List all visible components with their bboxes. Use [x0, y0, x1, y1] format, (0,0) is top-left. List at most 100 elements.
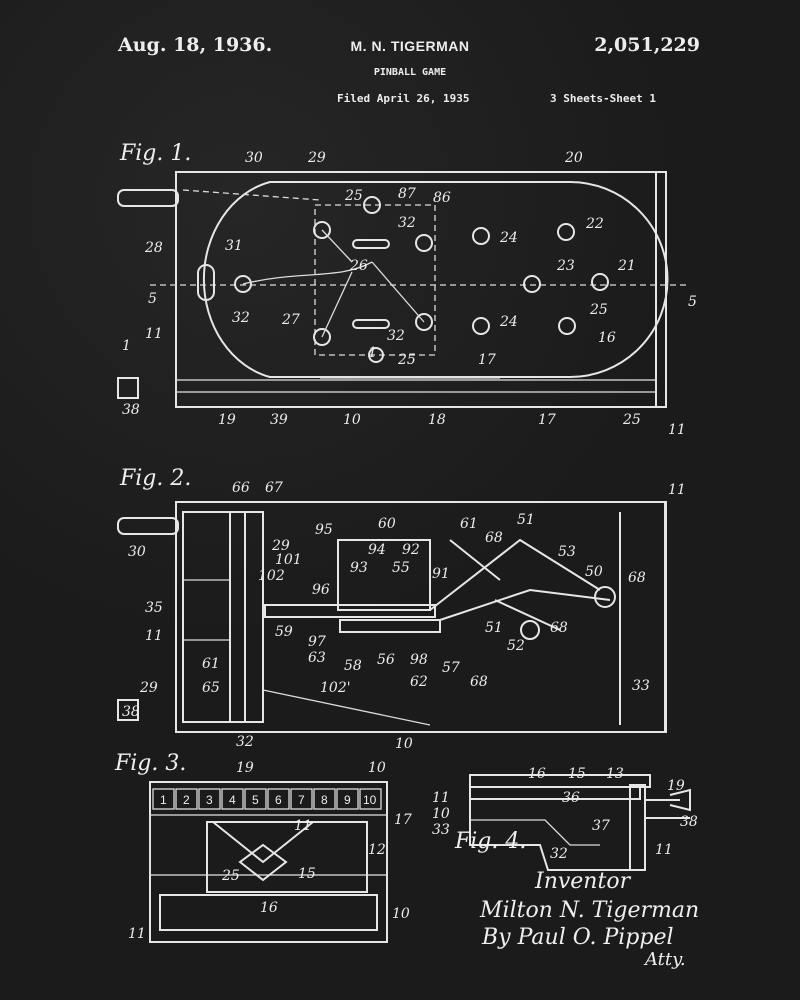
fig4-reference-numeral: 33: [432, 822, 450, 838]
fig2-reference-numeral: 95: [315, 522, 333, 538]
fig4-reference-numeral: 16: [528, 766, 546, 782]
fig1-reference-numeral: 32: [387, 328, 405, 344]
fig2-reference-numeral: 58: [344, 658, 362, 674]
fig1-reference-numeral: 38: [122, 402, 140, 418]
fig1-reference-numeral: 23: [556, 258, 575, 274]
fig4-reference-numeral: 10: [432, 806, 450, 822]
fig4-reference-numeral: 11: [432, 790, 450, 806]
fig1-reference-numeral: 21: [617, 258, 636, 274]
fig2-reference-numeral: 50: [585, 564, 603, 580]
fig2-reference-numeral: 11: [145, 628, 163, 644]
fig1-reference-numeral: 28: [144, 240, 163, 256]
fig2-reference-numeral: 96: [312, 582, 330, 598]
score-box: [244, 788, 267, 810]
score-box: [359, 788, 382, 810]
fig4-reference-numeral: 15: [568, 766, 586, 782]
filed-date: Filed April 26, 1935: [337, 92, 470, 105]
fig1-reference-numeral: 5: [688, 294, 697, 310]
fig1-reference-numeral: 29: [307, 150, 326, 166]
fig1-reference-numeral: 24: [499, 230, 518, 246]
fig2-reference-numeral: 102: [258, 568, 285, 584]
fig2-reference-numeral: 57: [442, 660, 460, 676]
fig1-reference-numeral: 20: [564, 150, 583, 166]
fig2-reference-numeral: 52: [507, 638, 525, 654]
fig1-reference-numeral: 25: [622, 412, 641, 428]
fig4-label: Fig. 4.: [454, 829, 526, 854]
fig2-drawing: [117, 501, 667, 733]
fig2-reference-numeral: 35: [145, 600, 163, 616]
fig2-reference-numeral: 32: [236, 734, 254, 750]
inventor-name: M. N. TIGERMAN: [350, 38, 470, 54]
fig2-reference-numeral: 65: [202, 680, 220, 696]
fig3-reference-numeral: 11: [294, 818, 312, 834]
inventor-signature: Milton N. Tigerman: [479, 898, 699, 923]
fig3-reference-numeral: 17: [394, 812, 412, 828]
score-box: [221, 788, 244, 810]
score-box: [152, 788, 175, 810]
fig1-reference-numeral: 39: [270, 412, 288, 428]
fig4-drawing: [469, 774, 691, 871]
fig1-reference-numeral: 24: [499, 314, 518, 330]
fig2-reference-numeral: 101: [275, 552, 302, 568]
fig4-reference-numeral: 11: [655, 842, 673, 858]
fig3-reference-numeral: 16: [260, 900, 278, 916]
fig2-reference-numeral: 51: [485, 620, 503, 636]
fig1-reference-numeral: 10: [343, 412, 361, 428]
score-box-number: 3: [206, 793, 213, 807]
fig1-reference-numeral: 1: [122, 338, 131, 354]
fig1-reference-numeral: 11: [145, 326, 163, 342]
score-box-number: 10: [363, 793, 377, 807]
fig2-label: Fig. 2.: [119, 466, 191, 491]
fig1-reference-numeral: 86: [433, 190, 451, 206]
fig2-reference-numeral: 51: [517, 512, 535, 528]
fig2-reference-numeral: 102': [320, 680, 351, 696]
fig3-reference-numeral: 19: [236, 760, 254, 776]
fig2-reference-numeral: 68: [628, 570, 646, 586]
score-box-number: 7: [298, 793, 305, 807]
fig1-reference-numeral: 27: [281, 312, 300, 328]
fig2-reference-numeral: 61: [202, 656, 220, 672]
score-box-number: 8: [321, 793, 328, 807]
score-box: [198, 788, 221, 810]
fig3-reference-numeral: 11: [128, 926, 146, 942]
fig2-reference-numeral: 59: [275, 624, 293, 640]
score-box-number: 1: [160, 793, 167, 807]
fig2-reference-numeral: 92: [402, 542, 420, 558]
fig1-reference-numeral: 18: [428, 412, 446, 428]
fig3-reference-numeral: 12: [368, 842, 386, 858]
fig2-reference-numeral: 63: [308, 650, 326, 666]
fig2-reference-numeral: 97: [308, 634, 326, 650]
fig4-reference-numeral: 32: [550, 846, 568, 862]
fig1-reference-numeral: 25: [397, 352, 416, 368]
fig2-reference-numeral: 94: [368, 542, 386, 558]
fig1-drawing: [117, 171, 690, 408]
fig2-reference-numeral: 10: [395, 736, 413, 752]
fig2-reference-numeral: 55: [392, 560, 410, 576]
fig2-reference-numeral: 30: [128, 544, 146, 560]
fig2-reference-numeral: 98: [410, 652, 428, 668]
fig2-reference-numeral: 61: [460, 516, 478, 532]
fig3-reference-numeral: 15: [298, 866, 316, 882]
score-box-number: 4: [229, 793, 236, 807]
score-box-number: 9: [344, 793, 351, 807]
score-box: [175, 788, 198, 810]
fig2-reference-numeral: 38: [122, 704, 140, 720]
score-box: [336, 788, 359, 810]
fig2-reference-numeral: 11: [668, 482, 686, 498]
fig1-reference-numeral: 11: [668, 422, 686, 438]
patent-number: 2,051,229: [594, 34, 700, 56]
fig2-reference-numeral: 33: [632, 678, 650, 694]
fig1-reference-numeral: 22: [585, 216, 604, 232]
fig2-reference-numeral: 93: [350, 560, 368, 576]
fig3-reference-numeral: 10: [392, 906, 410, 922]
fig2-reference-numeral: 60: [378, 516, 396, 532]
fig2-reference-numeral: 91: [432, 566, 450, 582]
fig1-reference-numeral: 1: [368, 345, 377, 361]
fig2-reference-numeral: 29: [271, 538, 290, 554]
fig1-reference-numeral: 16: [598, 330, 616, 346]
fig3-reference-numeral: 25: [221, 868, 240, 884]
score-box-number: 6: [275, 793, 282, 807]
fig4-reference-numeral: 19: [667, 778, 685, 794]
